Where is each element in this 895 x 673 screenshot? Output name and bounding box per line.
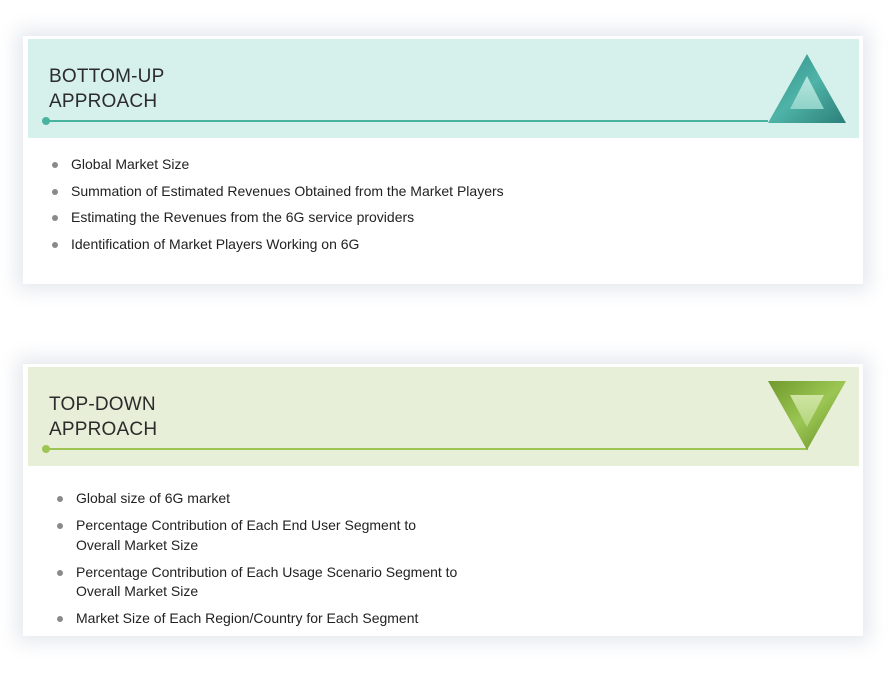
list-item-text: Market Size of Each Region/Country for E… xyxy=(76,610,419,626)
list-item-text: Estimating the Revenues from the 6G serv… xyxy=(71,209,415,225)
list-item: Percentage Contribution of Each Usage Sc… xyxy=(57,563,457,602)
list-item-text: Percentage Contribution of Each End User… xyxy=(76,517,417,553)
list-item: Percentage Contribution of Each End User… xyxy=(57,516,457,555)
list-item: Global size of 6G market xyxy=(57,489,457,509)
list-item: Estimating the Revenues from the 6G serv… xyxy=(52,208,504,228)
list-item-text: Percentage Contribution of Each Usage Sc… xyxy=(76,563,458,600)
bullet-dot xyxy=(52,188,58,195)
list-item-text: Global Market Size xyxy=(71,156,190,172)
bullet-dot xyxy=(57,496,63,502)
bullet-dot xyxy=(52,162,58,168)
list-item: Identification of Market Players Working… xyxy=(52,235,504,255)
triangle-down-icon xyxy=(768,381,846,450)
list-item-text: Summation of Estimated Revenues Obtained… xyxy=(71,182,504,199)
top-down-divider-dot xyxy=(42,445,50,453)
bullet-dot xyxy=(57,569,63,576)
bullet-dot xyxy=(52,241,58,248)
list-item: Summation of Estimated Revenues Obtained… xyxy=(52,182,504,202)
top-down-header: TOP-DOWN APPROACH xyxy=(28,367,859,466)
bottom-up-list: Global Market Size Summation of Estimate… xyxy=(52,155,504,261)
list-item: Global Market Size xyxy=(52,155,504,175)
bullet-dot xyxy=(57,616,63,622)
bullet-dot xyxy=(57,523,63,529)
bullet-dot xyxy=(52,215,58,221)
triangle-up-icon xyxy=(768,54,846,123)
list-item: Market Size of Each Region/Country for E… xyxy=(57,609,457,629)
top-down-card: TOP-DOWN APPROACH Global size of 6G mark… xyxy=(23,364,863,636)
bottom-up-card: BOTTOM-UP APPROACH Global Market Size Su xyxy=(23,36,863,284)
bottom-up-header: BOTTOM-UP APPROACH xyxy=(28,39,859,138)
top-down-title: TOP-DOWN APPROACH xyxy=(49,394,158,440)
top-down-divider xyxy=(42,445,808,453)
list-item-text: Global size of 6G market xyxy=(76,490,231,506)
bottom-up-divider xyxy=(42,117,768,125)
bottom-up-title: BOTTOM-UP APPROACH xyxy=(49,66,165,112)
list-item-text: Identification of Market Players Working… xyxy=(71,235,360,252)
top-down-list: Global size of 6G market Percentage Cont… xyxy=(57,489,457,636)
bottom-up-divider-dot xyxy=(42,117,50,125)
